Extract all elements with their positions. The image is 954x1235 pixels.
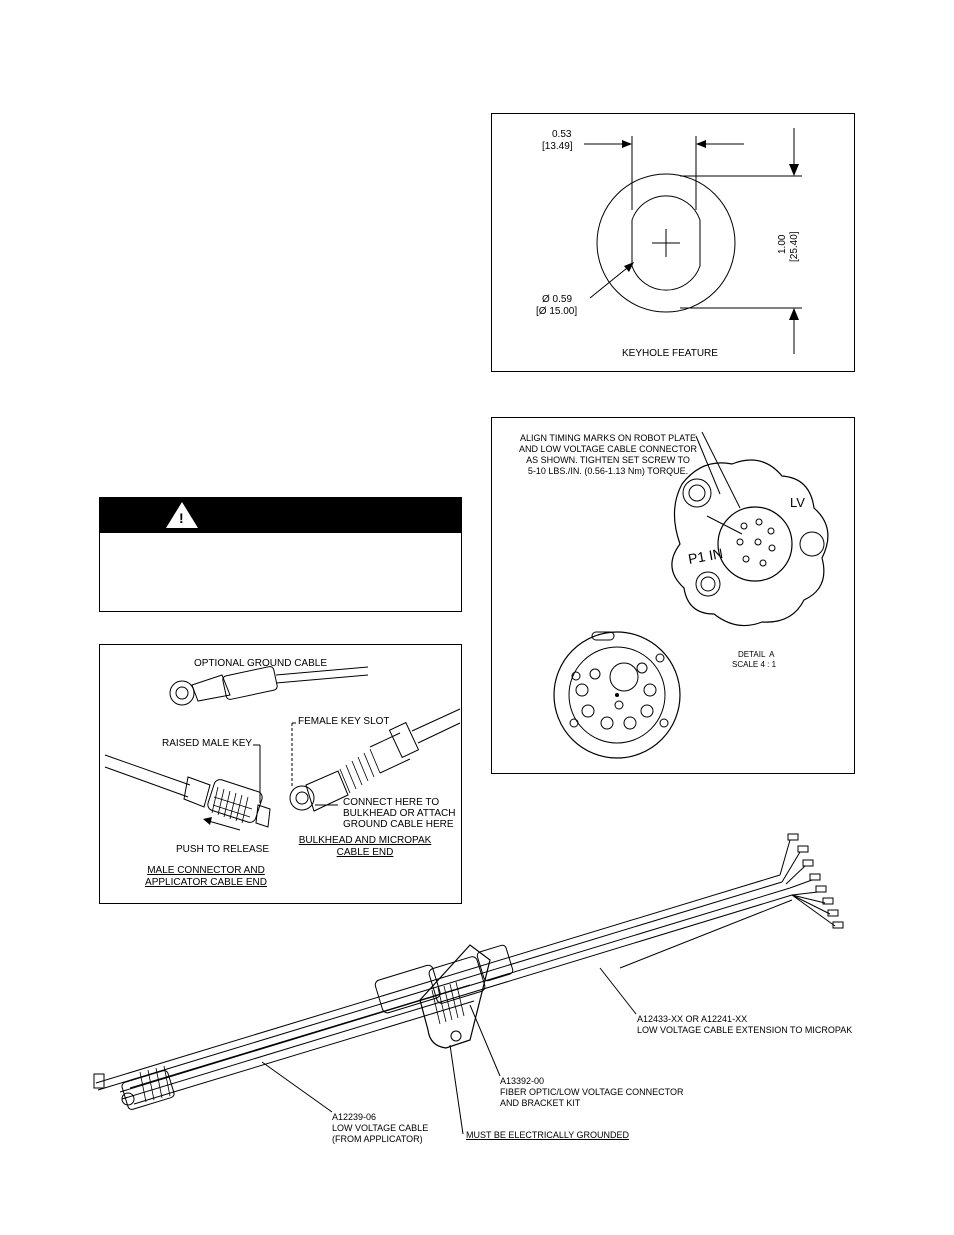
cable-desc-label-2: (FROM APPLICATOR) — [332, 1134, 423, 1144]
raised-male-key-label: RAISED MALE KEY — [162, 738, 253, 749]
kit-part-label: A13392-00 — [500, 1076, 545, 1086]
dim-diameter-label: Ø 0.59 — [542, 294, 573, 305]
bulkhead-label-2: CABLE END — [336, 847, 394, 858]
dim-height-label: 1.00 — [777, 234, 788, 254]
extension-desc-label: LOW VOLTAGE CABLE EXTENSION TO MICROPAK — [637, 1025, 853, 1035]
kit-desc-label-2: AND BRACKET KIT — [500, 1098, 581, 1108]
ground-note-label: MUST BE ELECTRICALLY GROUNDED — [466, 1130, 630, 1140]
detail-a-label: DETAIL A — [738, 650, 775, 659]
dim-width-label: 0.53 — [552, 129, 572, 140]
keyhole-feature-panel: 0.53 [13.49] 1.00 [25.40] Ø 0.59 [Ø 15.0… — [491, 113, 855, 372]
warning-symbol: ! — [179, 510, 184, 526]
dim-height-mm-label: [25.40] — [789, 231, 800, 262]
male-connector-label-2: APPLICATOR CABLE END — [145, 877, 267, 888]
kit-desc-label-1: FIBER OPTIC/LOW VOLTAGE CONNECTOR — [500, 1087, 684, 1097]
dim-width-mm-label: [13.49] — [542, 141, 573, 152]
dim-diameter-mm-label: [Ø 15.00] — [536, 306, 578, 317]
timing-instruction-4: 5-10 LBS./IN. (0.56-1.13 Nm) TORQUE. — [527, 466, 689, 476]
keyhole-caption: KEYHOLE FEATURE — [622, 348, 718, 359]
keyhole-drawing — [584, 128, 802, 354]
warning-triangle-icon — [166, 502, 198, 528]
timing-marks-panel: ALIGN TIMING MARKS ON ROBOT PLATE AND LO… — [491, 417, 855, 774]
optional-ground-label: OPTIONAL GROUND CABLE — [194, 658, 327, 669]
cable-part-label: A12239-06 — [332, 1112, 377, 1122]
connector-drawing — [104, 666, 461, 831]
connector-panel: OPTIONAL GROUND CABLE FEMALE KEY SLOT RA… — [99, 644, 462, 904]
detail-scale-label: SCALE 4 : 1 — [732, 660, 777, 669]
connect-here-label-3: GROUND CABLE HERE — [343, 819, 454, 830]
robot-plate-drawing — [553, 431, 829, 759]
connect-here-label-2: BULKHEAD OR ATTACH — [343, 808, 456, 819]
timing-instruction-3: AS SHOWN. TIGHTEN SET SCREW TO — [526, 455, 690, 465]
cable-desc-label-1: LOW VOLTAGE CABLE — [332, 1123, 429, 1133]
extension-part-label: A12433-XX OR A12241-XX — [637, 1014, 748, 1024]
bulkhead-label-1: BULKHEAD AND MICROPAK — [298, 835, 432, 846]
warning-box: ! — [99, 497, 462, 612]
push-release-label: PUSH TO RELEASE — [176, 844, 269, 855]
lv-label: LV — [790, 495, 805, 510]
male-connector-label-1: MALE CONNECTOR AND — [147, 865, 265, 876]
warning-header: ! — [100, 498, 461, 533]
timing-instruction-2: AND LOW VOLTAGE CABLE CONNECTOR — [518, 444, 698, 454]
connect-here-label-1: CONNECT HERE TO — [343, 797, 440, 808]
timing-instruction-1: ALIGN TIMING MARKS ON ROBOT PLATE — [519, 433, 697, 443]
female-key-slot-label: FEMALE KEY SLOT — [298, 716, 390, 727]
